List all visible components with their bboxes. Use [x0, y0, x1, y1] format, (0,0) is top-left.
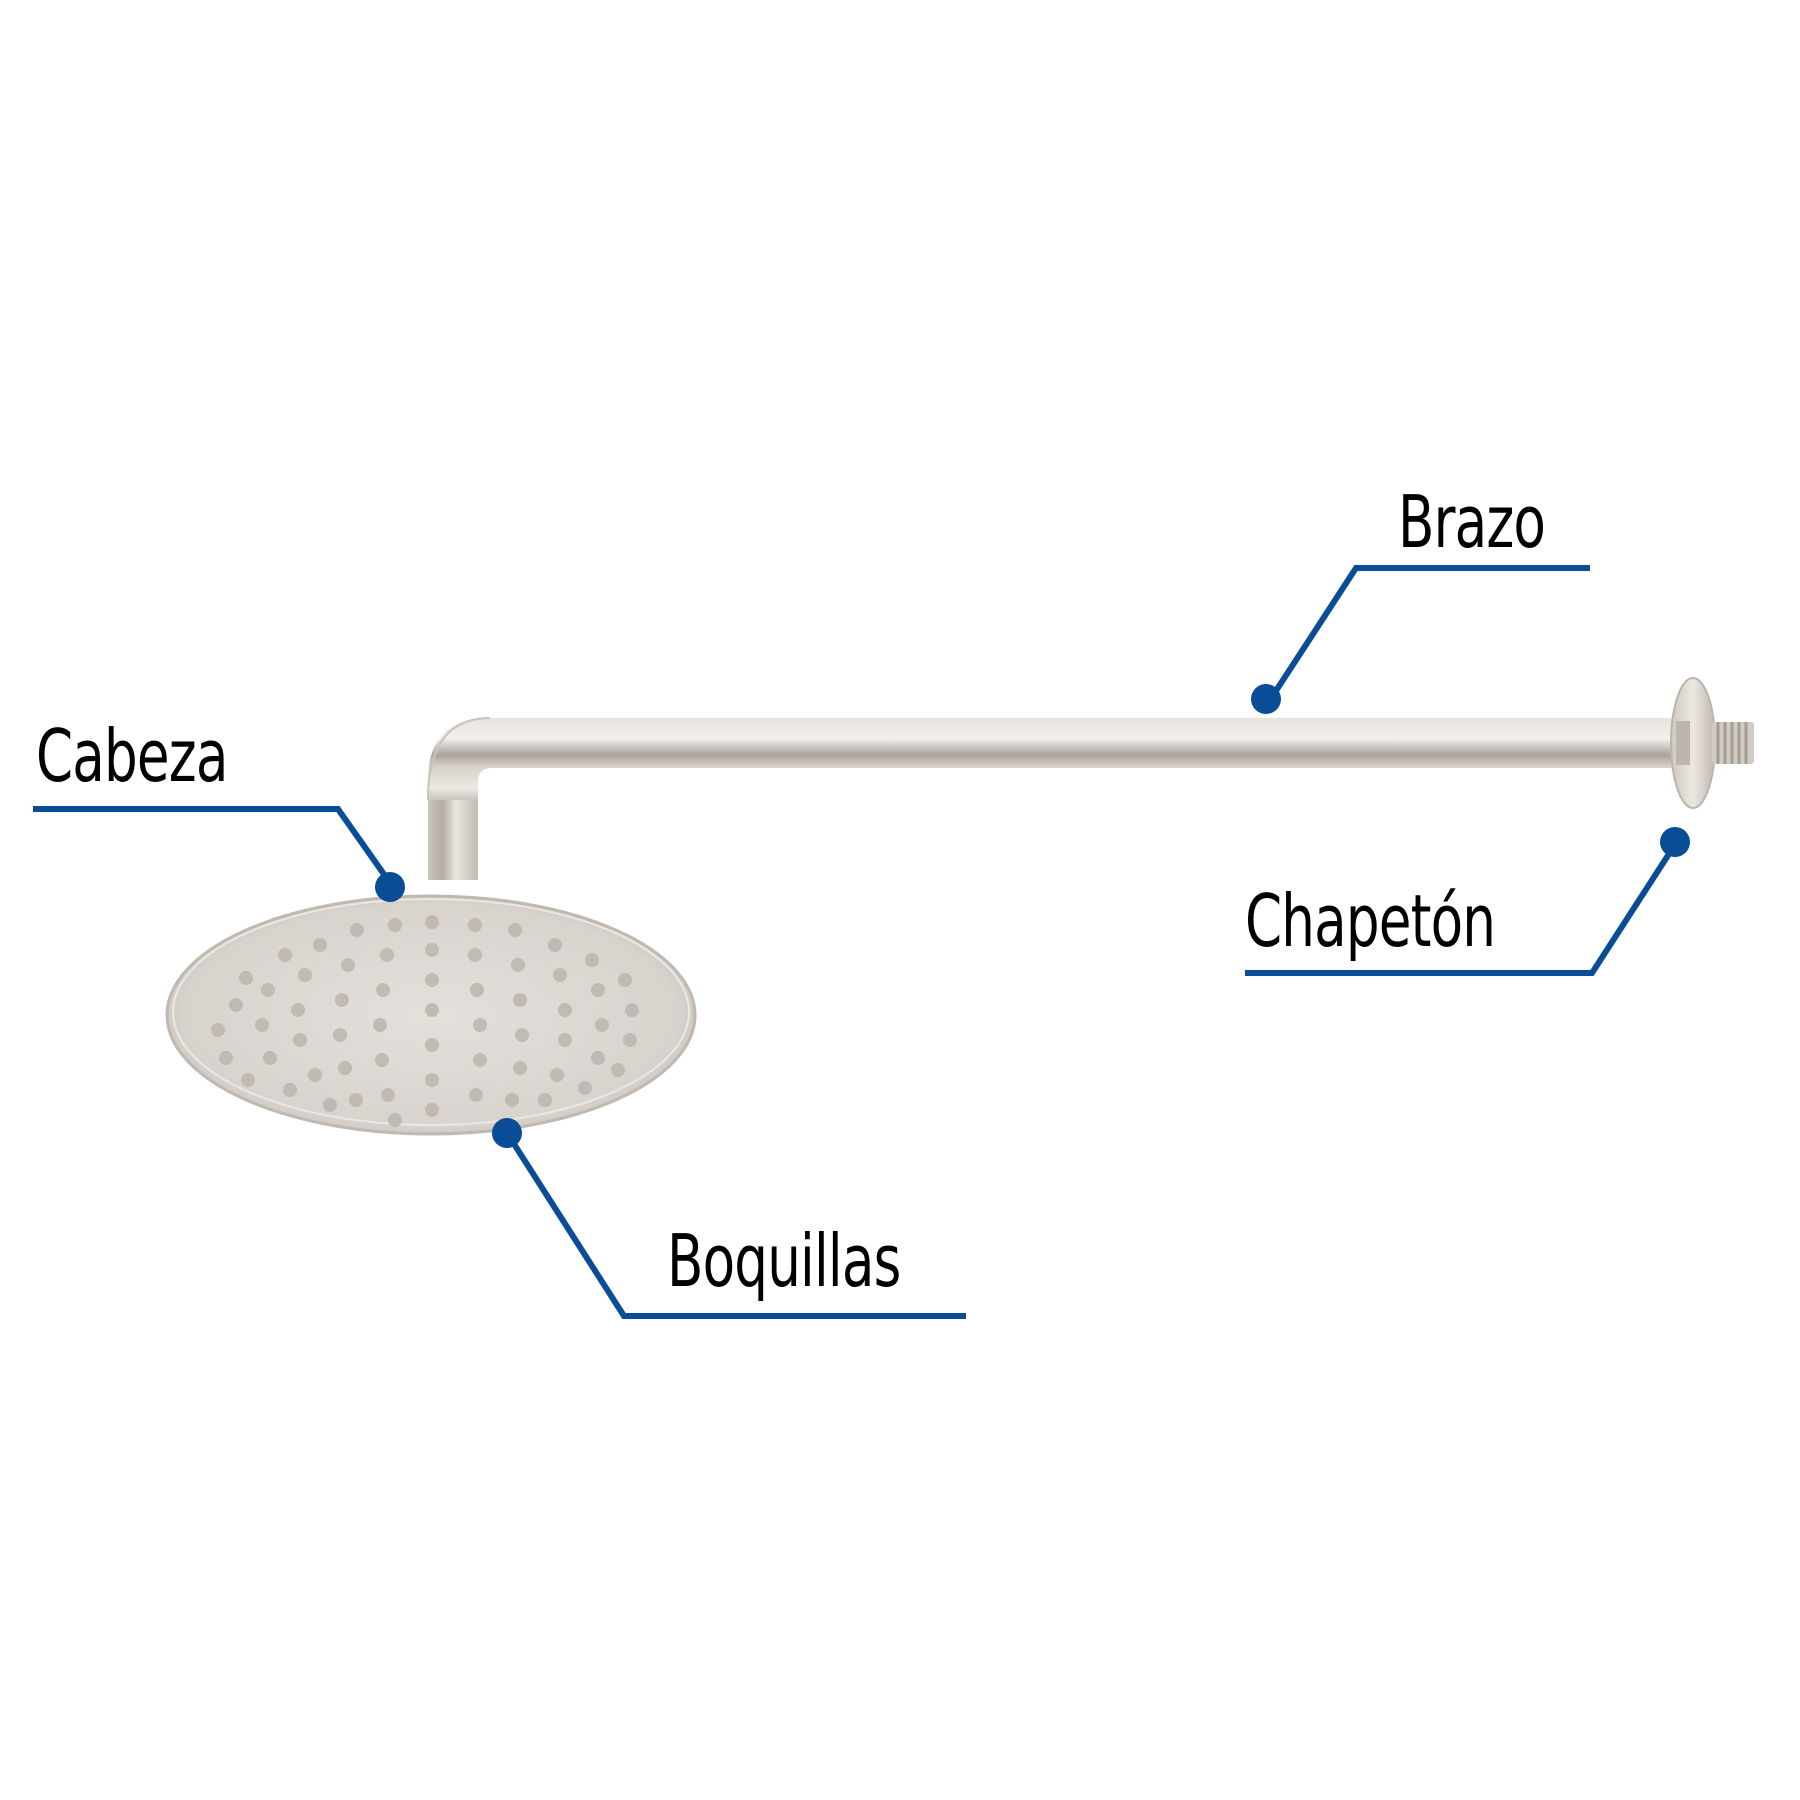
- callout-cabeza-dot: [375, 872, 405, 902]
- flange: [1670, 677, 1754, 809]
- callout-chapeton-line: [1245, 841, 1679, 976]
- callout-cabeza-line: [33, 806, 391, 882]
- label-brazo: Brazo: [1398, 480, 1546, 564]
- callout-boquillas-line: [504, 1131, 966, 1319]
- label-boquillas: Boquillas: [667, 1219, 901, 1303]
- callout-boquillas-dot: [492, 1118, 522, 1148]
- callout-brazo-line: [1267, 565, 1590, 702]
- callout-dots: [375, 684, 1690, 1148]
- shower-head: [165, 894, 697, 1136]
- shower-arm: [427, 717, 1680, 880]
- callout-brazo-dot: [1251, 684, 1281, 714]
- callout-chapeton-dot: [1660, 827, 1690, 857]
- label-chapeton: Chapetón: [1245, 879, 1496, 963]
- label-cabeza: Cabeza: [36, 714, 228, 798]
- callout-lines: [33, 565, 1679, 1319]
